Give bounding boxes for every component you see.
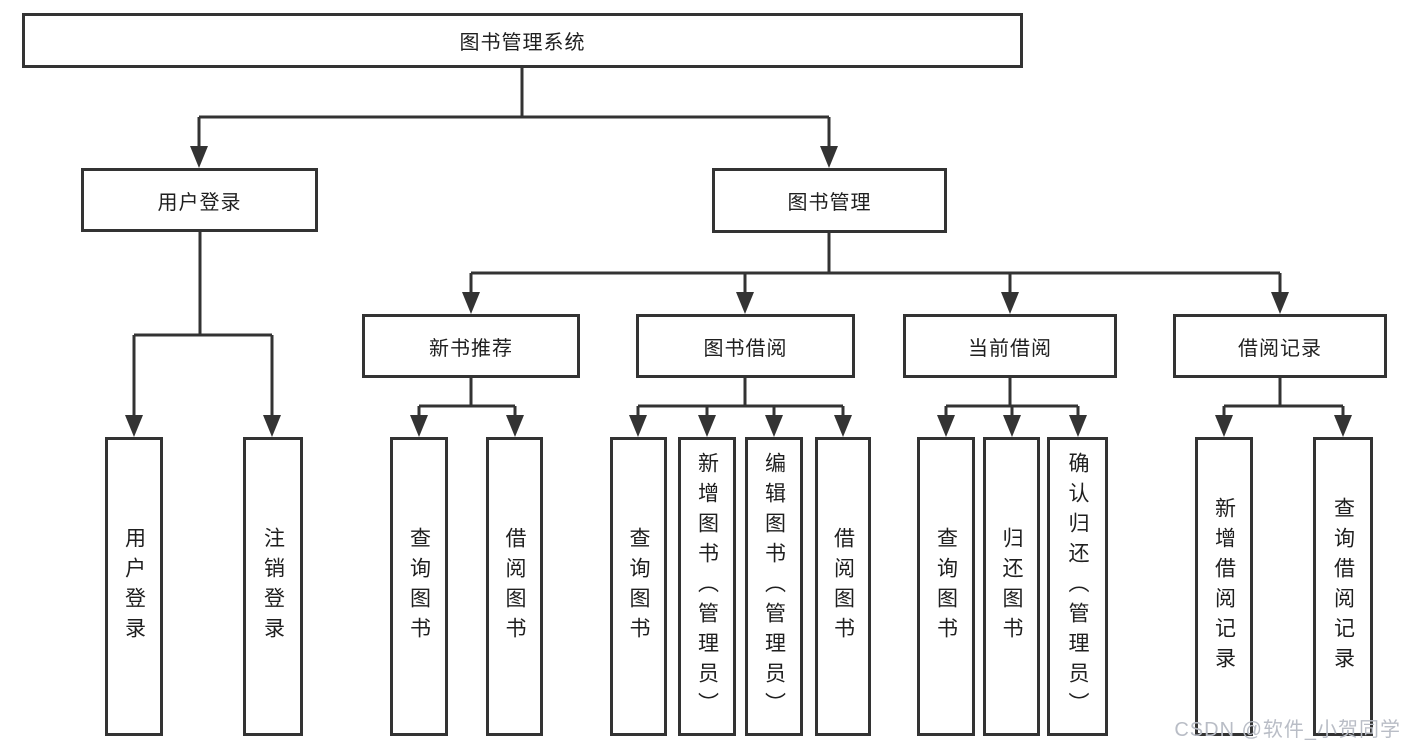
node-label: 借阅图书 xyxy=(831,526,855,647)
node-label: 编辑图书（管理员） xyxy=(762,451,786,722)
leaf-logout: 注销登录 xyxy=(243,437,303,736)
arrowhead xyxy=(263,415,281,437)
leaf-query-books-1: 查询图书 xyxy=(390,437,448,736)
node-borrowing-records: 借阅记录 xyxy=(1173,314,1387,378)
leaf-confirm-return-admin: 确认归还（管理员） xyxy=(1047,437,1108,736)
arrowhead xyxy=(834,415,852,437)
node-label: 图书管理系统 xyxy=(459,32,586,54)
node-library-management-system: 图书管理系统 xyxy=(22,13,1023,68)
leaf-user-login: 用户登录 xyxy=(105,437,163,736)
arrowhead xyxy=(698,415,716,437)
node-label: 用户登录 xyxy=(122,526,146,647)
node-label: 图书借阅 xyxy=(703,337,788,360)
node-current-borrowing: 当前借阅 xyxy=(903,314,1117,378)
arrowhead xyxy=(736,292,754,314)
arrowhead xyxy=(629,415,647,437)
leaf-return-books: 归还图书 xyxy=(983,437,1040,736)
arrowhead xyxy=(410,415,428,437)
arrowhead xyxy=(1215,415,1233,437)
arrowhead xyxy=(506,415,524,437)
node-user-login: 用户登录 xyxy=(81,168,318,232)
leaf-edit-books-admin: 编辑图书（管理员） xyxy=(745,437,803,736)
arrowhead xyxy=(1334,415,1352,437)
node-label: 查询图书 xyxy=(627,526,651,647)
node-label: 新增借阅记录 xyxy=(1212,496,1236,677)
csdn-watermark: CSDN @软件_小贺同学 xyxy=(1174,719,1401,741)
node-label: 新书推荐 xyxy=(429,337,513,360)
node-label: 图书管理 xyxy=(787,192,872,214)
leaf-borrow-books-2: 借阅图书 xyxy=(815,437,871,736)
node-new-book-recommend: 新书推荐 xyxy=(362,314,580,378)
arrowhead xyxy=(190,146,208,168)
node-label: 借阅图书 xyxy=(503,526,527,647)
arrowhead xyxy=(1069,415,1087,437)
arrowhead xyxy=(1271,292,1289,314)
node-book-management: 图书管理 xyxy=(712,168,947,233)
node-label: 新增图书（管理员） xyxy=(695,451,719,722)
arrowhead xyxy=(1001,292,1019,314)
node-label: 注销登录 xyxy=(261,526,285,647)
leaf-query-books-2: 查询图书 xyxy=(610,437,667,736)
arrowhead xyxy=(1003,415,1021,437)
node-label: 借阅记录 xyxy=(1238,337,1322,360)
leaf-add-books-admin: 新增图书（管理员） xyxy=(678,437,736,736)
node-label: 确认归还（管理员） xyxy=(1066,451,1090,722)
arrowhead xyxy=(765,415,783,437)
leaf-query-borrow-record: 查询借阅记录 xyxy=(1313,437,1373,736)
node-book-borrowing: 图书借阅 xyxy=(636,314,855,378)
leaf-borrow-books-1: 借阅图书 xyxy=(486,437,543,736)
arrowhead xyxy=(937,415,955,437)
node-label: 归还图书 xyxy=(1000,526,1024,647)
node-label: 当前借阅 xyxy=(968,337,1052,360)
node-label: 查询图书 xyxy=(407,526,431,647)
arrowhead xyxy=(125,415,143,437)
node-label: 用户登录 xyxy=(157,191,242,214)
leaf-query-books-3: 查询图书 xyxy=(917,437,975,736)
arrowhead xyxy=(462,292,480,314)
arrowhead xyxy=(820,146,838,168)
node-label: 查询图书 xyxy=(934,526,958,647)
node-label: 查询借阅记录 xyxy=(1331,496,1355,677)
leaf-add-borrow-record: 新增借阅记录 xyxy=(1195,437,1253,736)
